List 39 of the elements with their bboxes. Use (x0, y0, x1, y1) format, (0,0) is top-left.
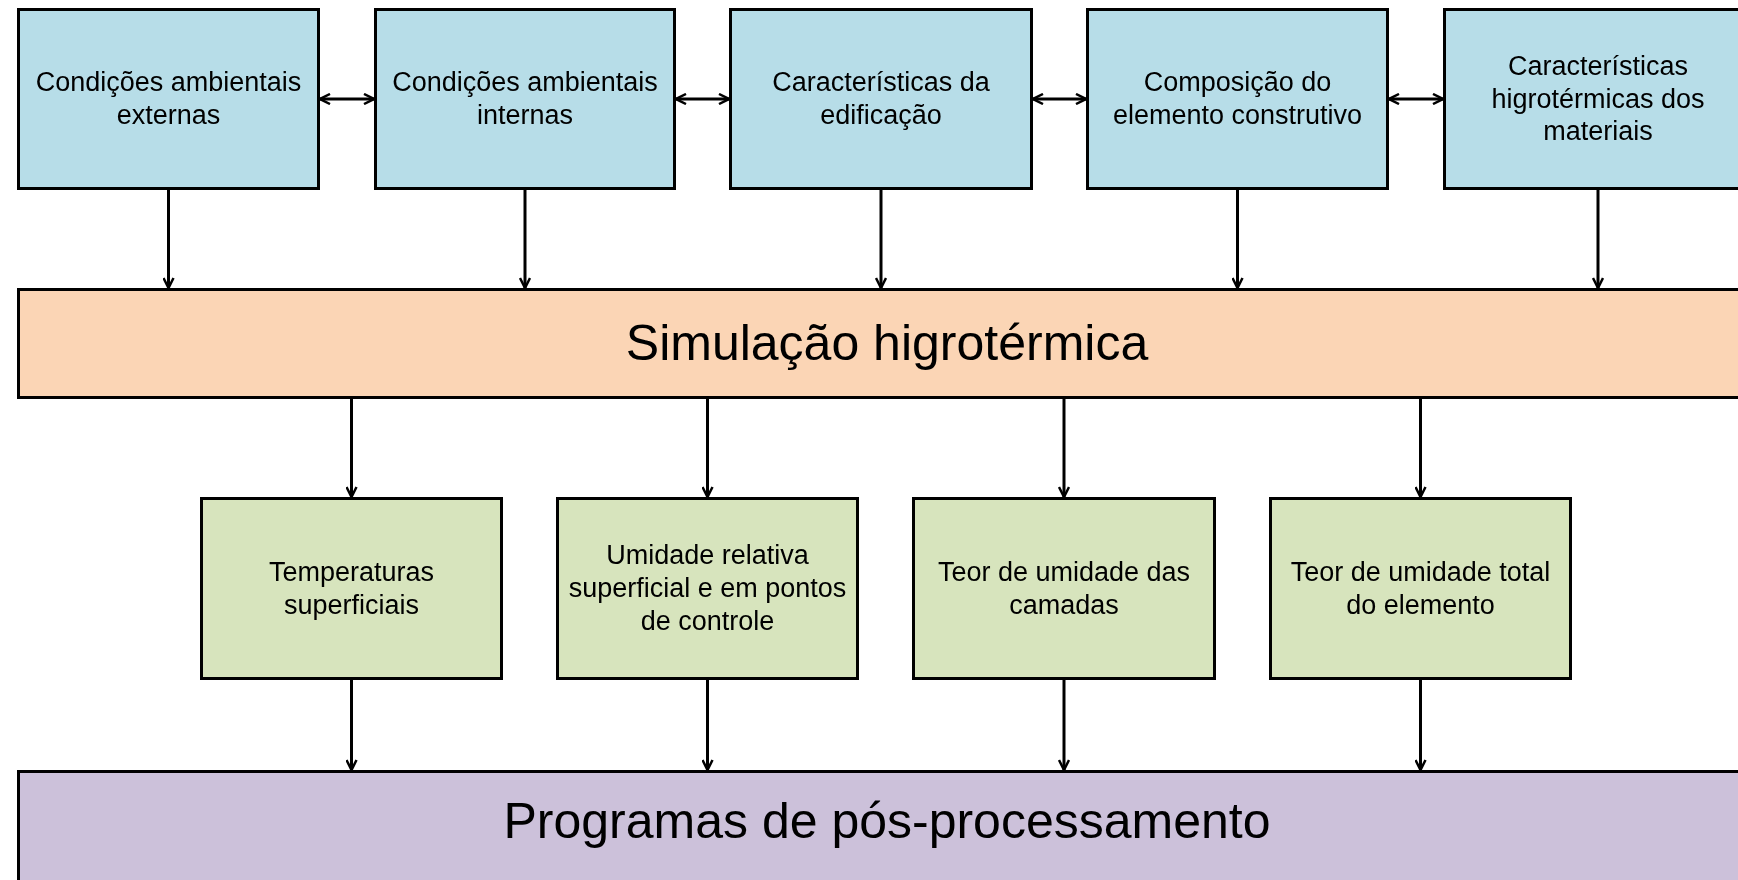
box-label: Composição do elemento construtivo (1111, 66, 1364, 132)
box-label: Temperaturas superficiais (267, 555, 436, 622)
arrow (1031, 92, 1088, 106)
arrow (1057, 399, 1071, 499)
band-title: Simulação higrotérmica (624, 314, 1150, 373)
output-box (556, 497, 859, 680)
input-box (1086, 8, 1389, 190)
arrow (162, 190, 175, 290)
arrow (1231, 190, 1244, 290)
box-label: Condições ambientais internas (391, 66, 659, 132)
input-box (1443, 8, 1738, 190)
arrow (1414, 399, 1427, 499)
box-label: Características higrotérmicas dos materiais (1490, 49, 1706, 149)
output-box (912, 497, 1216, 680)
box-label: Condições ambientais externas (34, 66, 303, 132)
box-label: Umidade relativa superficial e em pontos de controle (567, 539, 848, 638)
input-box (17, 8, 320, 190)
arrow (701, 399, 714, 499)
band-title: Programas de pós-processamento (502, 792, 1272, 851)
output-box (1269, 497, 1572, 680)
arrow (1414, 680, 1427, 772)
arrow (518, 190, 532, 290)
arrow (874, 190, 888, 290)
input-box (729, 8, 1033, 190)
input-box (374, 8, 676, 190)
box-label: Características da edificação (771, 66, 991, 132)
process-band (17, 288, 1738, 399)
arrow (1591, 190, 1605, 290)
arrow (674, 92, 731, 106)
box-label: Teor de umidade total do elemento (1289, 555, 1552, 622)
box-label: Teor de umidade das camadas (936, 555, 1192, 622)
arrow (1387, 92, 1445, 106)
arrow (345, 399, 358, 499)
output-box (200, 497, 503, 680)
arrow (1057, 680, 1071, 772)
post-processing-band (17, 770, 1738, 880)
arrow (701, 680, 714, 772)
arrow (318, 92, 376, 106)
arrow (345, 680, 358, 772)
